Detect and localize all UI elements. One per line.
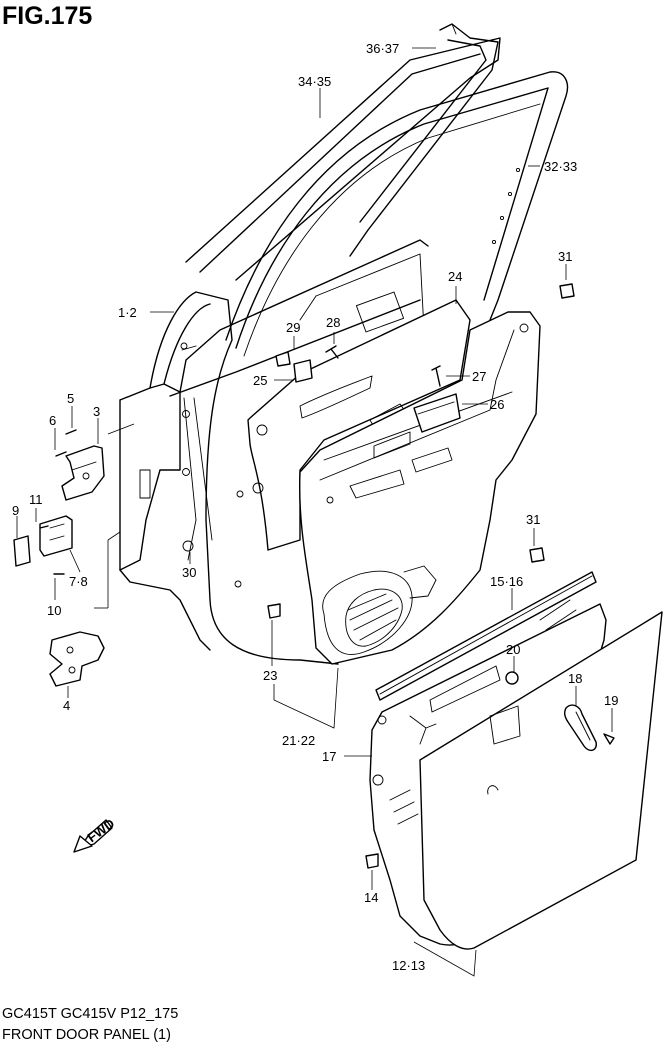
door-weatherstrip	[225, 71, 569, 357]
callout-12-13: 12·13	[392, 958, 425, 973]
callout-14: 14	[364, 890, 378, 905]
callout-3: 3	[93, 404, 100, 419]
callout-5: 5	[67, 391, 74, 406]
callout-1-2: 1·2	[118, 305, 137, 320]
fasteners	[182, 283, 615, 869]
lower-door-trim	[369, 599, 663, 950]
door-pocket	[413, 393, 461, 433]
door-trim-board	[299, 311, 541, 665]
callout-10: 10	[47, 603, 61, 618]
weatherstrip-outer	[185, 37, 501, 281]
callout-31b: 31	[526, 512, 540, 527]
leader-lines	[16, 47, 613, 977]
model-line: GC415T GC415V P12_175	[2, 1006, 179, 1022]
figure-footer: GC415T GC415V P12_175 FRONT DOOR PANEL (…	[2, 1004, 178, 1046]
callout-23: 23	[263, 668, 277, 683]
callout-24: 24	[448, 269, 462, 284]
hinge-upper	[55, 429, 105, 501]
pull-handle	[563, 704, 598, 752]
hinge-lower	[49, 631, 105, 687]
callout-7-8: 7·8	[69, 574, 88, 589]
callout-26: 26	[490, 397, 504, 412]
callout-9: 9	[12, 503, 19, 518]
forward-direction-arrow: FWD	[73, 816, 117, 853]
figure-caption: FRONT DOOR PANEL (1)	[2, 1027, 171, 1043]
callout-labels: 36·37 34·35 32·33 31 24 1·2 29 28 27 25 …	[12, 41, 618, 973]
callout-6: 6	[49, 413, 56, 428]
callout-30: 30	[182, 565, 196, 580]
callout-4: 4	[63, 698, 70, 713]
callout-29: 29	[286, 320, 300, 335]
callout-19: 19	[604, 693, 618, 708]
callout-15-16: 15·16	[490, 574, 523, 589]
callout-31a: 31	[558, 249, 572, 264]
callout-20: 20	[506, 642, 520, 657]
callout-32-33: 32·33	[544, 159, 577, 174]
fwd-label: FWD	[84, 816, 117, 846]
callout-34-35: 34·35	[298, 74, 331, 89]
callout-17: 17	[322, 749, 336, 764]
callout-11: 11	[29, 492, 43, 507]
door-body	[119, 239, 429, 665]
callout-28: 28	[326, 315, 340, 330]
callout-21-22: 21·22	[282, 733, 315, 748]
window-channel-upper	[349, 23, 499, 257]
callout-27: 27	[472, 369, 486, 384]
callout-36-37: 36·37	[366, 41, 399, 56]
callout-25: 25	[253, 373, 267, 388]
callout-18: 18	[568, 671, 582, 686]
belt-moulding	[375, 571, 597, 701]
door-check	[13, 515, 73, 575]
figure-title: FIG.175	[2, 2, 93, 30]
